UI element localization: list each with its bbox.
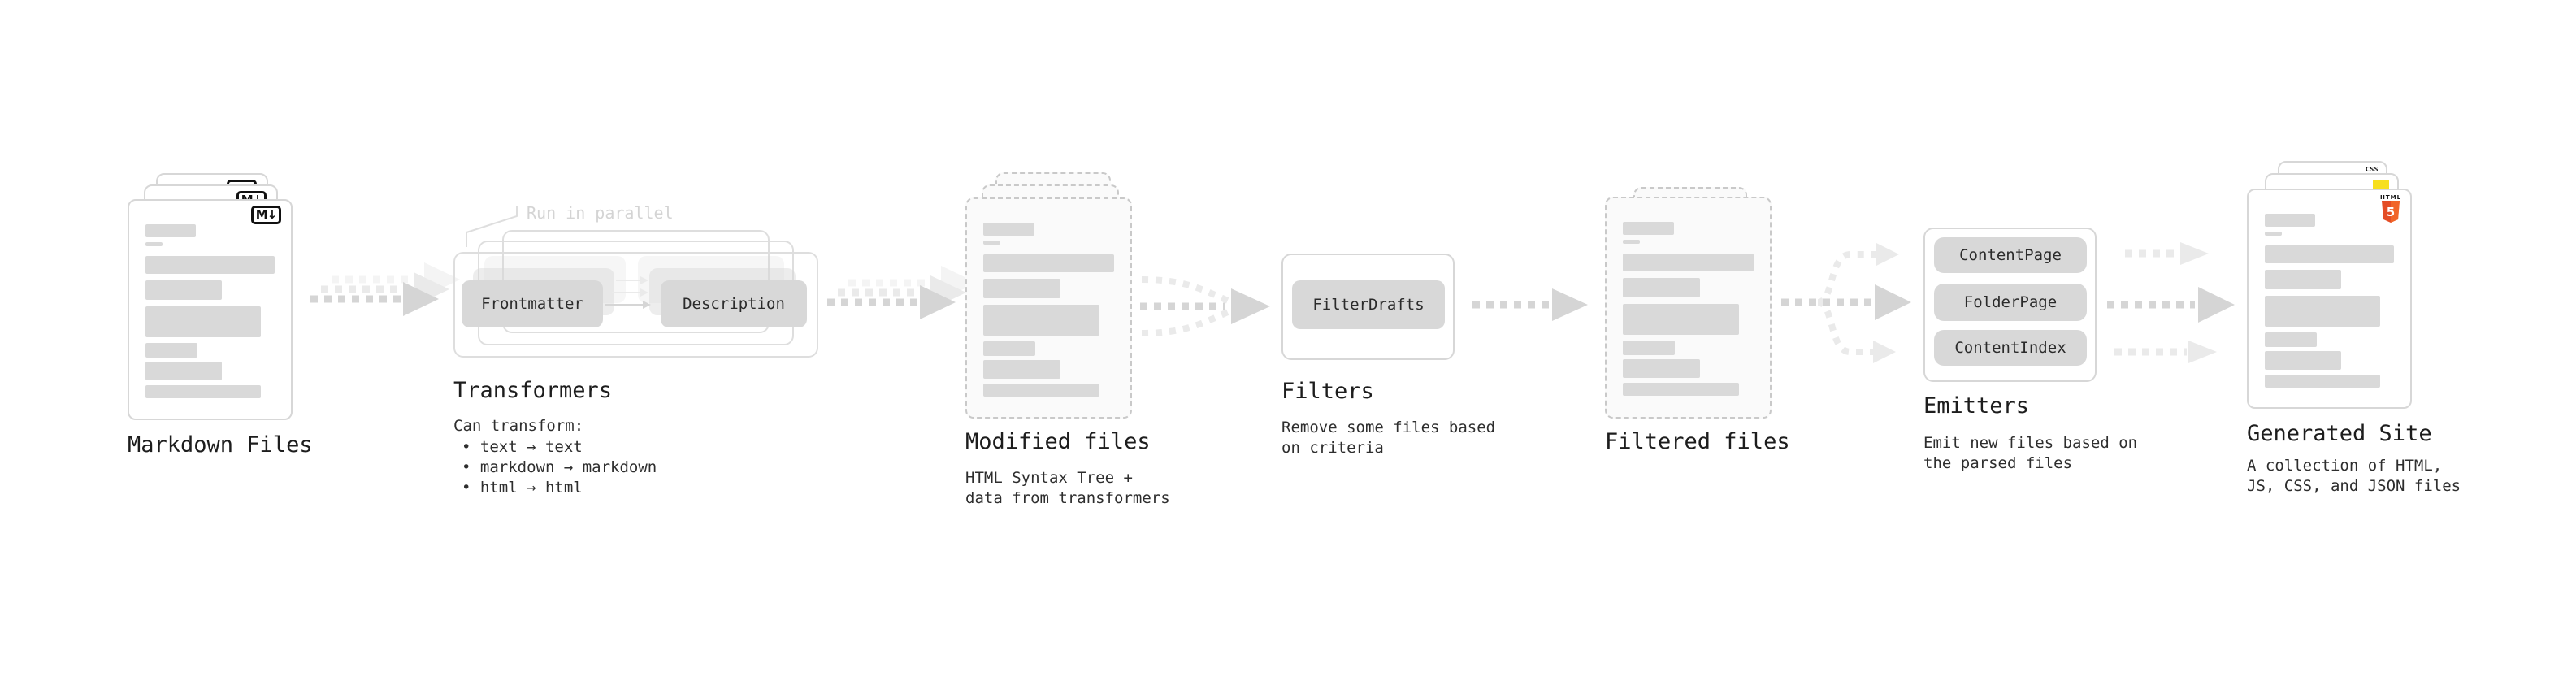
skeleton-bar bbox=[145, 242, 163, 246]
skeleton-bar bbox=[2265, 296, 2380, 327]
transformers-label: Transformers bbox=[453, 378, 613, 403]
modified-files-desc: HTML Syntax Tree + data from transformers bbox=[965, 468, 1170, 509]
file-content-skeleton bbox=[145, 224, 275, 398]
skeleton-bar bbox=[983, 360, 1060, 379]
skeleton-bar bbox=[983, 341, 1036, 356]
text-line: • text → text bbox=[462, 438, 583, 456]
skeleton-bar bbox=[145, 306, 261, 337]
text-line: A collection of HTML, bbox=[2247, 457, 2443, 475]
flow-arrow-triple-icon bbox=[2107, 242, 2235, 363]
skeleton-bar bbox=[1623, 359, 1700, 378]
skeleton-bar bbox=[145, 256, 275, 274]
text-line: • markdown → markdown bbox=[462, 458, 657, 476]
skeleton-bar bbox=[2265, 232, 2282, 236]
text-line: on criteria bbox=[1281, 439, 1384, 457]
flow-arrow-icon bbox=[1472, 288, 1588, 321]
skeleton-bar bbox=[1623, 304, 1740, 335]
text-line: Remove some files based bbox=[1281, 419, 1496, 436]
text-line: data from transformers bbox=[965, 489, 1170, 507]
transformers-desc-title: Can transform: bbox=[453, 417, 584, 435]
skeleton-bar bbox=[1623, 222, 1674, 235]
skeleton-bar bbox=[145, 224, 196, 237]
annotation-bracket-icon bbox=[466, 206, 518, 247]
skeleton-bar bbox=[983, 279, 1060, 298]
html5-logo-icon: HTML 5 bbox=[2380, 194, 2401, 227]
pill-link-arrows-icon bbox=[605, 276, 651, 309]
transformer-description-pill: Description bbox=[661, 280, 807, 327]
html5-shield-icon: 5 bbox=[2382, 201, 2400, 223]
skeleton-bar bbox=[1623, 278, 1700, 297]
emitters-desc: Emit new files based on the parsed files bbox=[1923, 433, 2137, 474]
filters-label: Filters bbox=[1281, 379, 1374, 404]
skeleton-bar bbox=[145, 343, 197, 358]
skeleton-bar bbox=[983, 254, 1114, 272]
modified-file-card-front bbox=[965, 197, 1132, 419]
text-line: • html → html bbox=[462, 479, 583, 497]
markdown-file-card-front: M↓ bbox=[128, 199, 293, 420]
file-content-skeleton bbox=[1623, 222, 1754, 396]
filtered-file-card-front bbox=[1605, 197, 1772, 419]
transformer-layer-box-front bbox=[453, 252, 818, 358]
svg-text:5: 5 bbox=[2387, 205, 2395, 219]
skeleton-bar bbox=[983, 241, 1000, 245]
filtered-files-label: Filtered files bbox=[1605, 429, 1790, 454]
text-line: HTML Syntax Tree + bbox=[965, 469, 1133, 487]
skeleton-bar bbox=[2265, 270, 2341, 289]
text-line: JS, CSS, and JSON files bbox=[2247, 477, 2461, 495]
skeleton-bar bbox=[983, 384, 1100, 397]
filter-drafts-pill: FilterDrafts bbox=[1292, 280, 1445, 329]
transformers-bullet-list: • text → text • markdown → markdown • html… bbox=[462, 437, 657, 498]
skeleton-bar bbox=[1623, 383, 1740, 396]
markdown-icon: M↓ bbox=[251, 206, 281, 224]
flow-arrow-stacked-icon bbox=[310, 262, 460, 316]
emitter-folder-page-pill: FolderPage bbox=[1934, 284, 2087, 321]
run-in-parallel-annotation: Run in parallel bbox=[527, 203, 674, 223]
javascript-file-icon bbox=[2373, 180, 2389, 189]
emitter-content-page-pill: ContentPage bbox=[1934, 237, 2087, 273]
generated-html-file-card: HTML 5 bbox=[2247, 189, 2412, 409]
text-line: the parsed files bbox=[1923, 454, 2073, 472]
skeleton-bar bbox=[983, 223, 1034, 236]
flow-arrow-split-icon bbox=[1781, 243, 1911, 363]
skeleton-bar bbox=[1623, 254, 1754, 271]
skeleton-bar bbox=[145, 385, 261, 398]
file-content-skeleton bbox=[2265, 214, 2394, 388]
skeleton-bar bbox=[2265, 245, 2394, 263]
skeleton-bar bbox=[1623, 340, 1676, 355]
html5-word: HTML bbox=[2380, 194, 2402, 201]
generated-site-desc: A collection of HTML, JS, CSS, and JSON f… bbox=[2247, 456, 2461, 497]
skeleton-bar bbox=[2265, 351, 2341, 370]
filters-desc: Remove some files based on criteria bbox=[1281, 418, 1495, 458]
emitter-content-index-pill: ContentIndex bbox=[1934, 330, 2087, 366]
flow-arrow-merge-icon bbox=[1140, 276, 1270, 336]
modified-files-label: Modified files bbox=[965, 429, 1151, 454]
transformer-frontmatter-pill: Frontmatter bbox=[462, 280, 603, 327]
skeleton-bar bbox=[2265, 332, 2317, 347]
markdown-files-label: Markdown Files bbox=[128, 432, 313, 458]
flow-arrow-stacked-icon bbox=[827, 266, 977, 319]
skeleton-bar bbox=[983, 305, 1100, 336]
skeleton-bar bbox=[2265, 214, 2315, 227]
skeleton-bar bbox=[145, 362, 222, 380]
skeleton-bar bbox=[1623, 240, 1640, 244]
skeleton-bar bbox=[145, 280, 222, 300]
text-line: Emit new files based on bbox=[1923, 434, 2138, 452]
css-badge-text: CSS bbox=[2366, 166, 2379, 173]
generated-site-label: Generated Site bbox=[2247, 421, 2432, 446]
skeleton-bar bbox=[2265, 375, 2380, 388]
emitters-label: Emitters bbox=[1923, 393, 2030, 419]
file-content-skeleton bbox=[983, 223, 1114, 397]
